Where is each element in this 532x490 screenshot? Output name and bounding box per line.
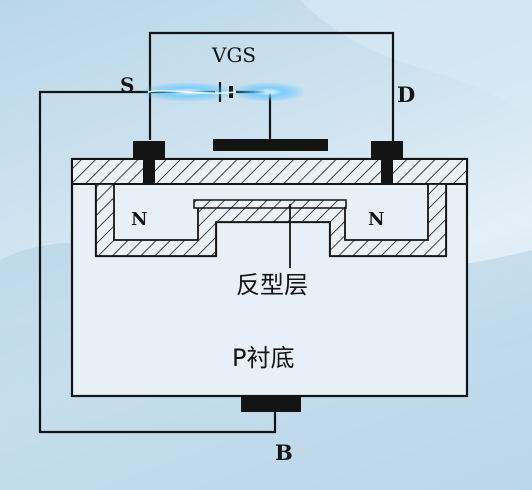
p-substrate xyxy=(70,157,469,398)
drain-contact xyxy=(371,141,403,163)
inversion-layer-label: 反型层 xyxy=(236,271,308,299)
source-via xyxy=(143,155,155,185)
channel-top xyxy=(193,199,347,209)
body-contact xyxy=(241,394,301,412)
drain-via xyxy=(381,155,393,185)
oxide-layer xyxy=(71,158,468,185)
n-left-label: N xyxy=(131,209,147,230)
glow-effects xyxy=(140,82,306,102)
n-right-label: N xyxy=(368,209,384,230)
inversion-layer-hatch xyxy=(95,183,447,257)
source-label: S xyxy=(120,73,134,97)
source-contact xyxy=(133,141,165,163)
drain-label: D xyxy=(397,82,415,107)
gate-electrode xyxy=(213,139,328,151)
body-label: B xyxy=(275,440,293,465)
vgs-label: VGS xyxy=(211,43,256,67)
p-substrate-label: P衬底 xyxy=(232,344,294,372)
